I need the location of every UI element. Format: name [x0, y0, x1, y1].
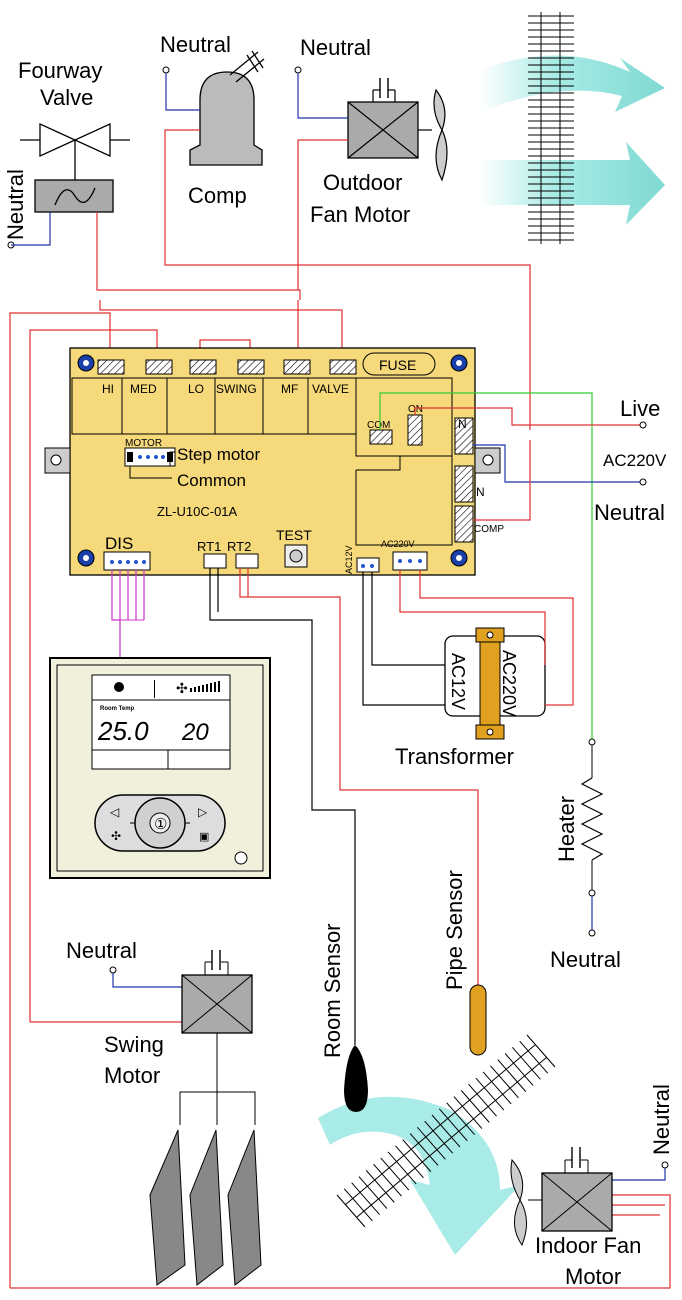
comp-terminal-label: COMP: [474, 524, 504, 535]
outdoor-fan-label-1: Outdoor: [323, 170, 403, 195]
swing-neutral-label: Neutral: [66, 938, 137, 963]
comp-neutral-label: Neutral: [160, 32, 231, 57]
swing-motor-label-2: Motor: [104, 1063, 160, 1088]
relay-label-swing: SWING: [216, 382, 257, 396]
heater-coil: [580, 777, 604, 861]
swing-motor: [149, 950, 262, 1286]
outdoor-fan-label-2: Fan Motor: [310, 202, 410, 227]
display-right-button[interactable]: ▷: [198, 805, 208, 819]
display-mode-button[interactable]: ▣: [199, 831, 209, 843]
display-room-temp-label: Room Temp: [100, 706, 135, 712]
transformer-ac220v-label: AC220V: [499, 650, 519, 717]
relay-label-mf: MF: [281, 382, 298, 396]
ac220v-label: AC220V: [603, 451, 667, 470]
test-label: TEST: [276, 527, 312, 543]
rt2-label: RT2: [227, 539, 251, 554]
neutral-main-label: Neutral: [594, 500, 665, 525]
room-sensor-label: Room Sensor: [320, 923, 345, 1058]
transformer: [444, 627, 546, 740]
live-label: Live: [620, 396, 660, 421]
ac12v-connector-label: AC12V: [344, 545, 354, 574]
common-label: Common: [177, 471, 246, 490]
display-power-button[interactable]: ①: [154, 816, 167, 833]
display-left-button[interactable]: ◁: [110, 805, 120, 819]
fourway-neutral-label: Neutral: [3, 169, 28, 240]
indoor-fan-motor: [510, 1147, 613, 1247]
indoor-fan-neutral-label: Neutral: [649, 1084, 674, 1155]
room-sensor-probe: [344, 1045, 368, 1112]
fourway-valve-label-2: Valve: [40, 85, 93, 110]
swing-motor-label-1: Swing: [104, 1032, 164, 1057]
display-fan-button[interactable]: ✣: [111, 829, 121, 843]
relay-label-valve: VALVE: [312, 382, 349, 396]
pipe-sensor-probe: [469, 984, 487, 1056]
compressor: [189, 50, 265, 166]
display-panel: ✣ Room Temp 25.0 20: [49, 657, 271, 879]
motor-header-label: MOTOR: [125, 438, 162, 449]
heater-label: Heater: [554, 796, 579, 862]
comp-label: Comp: [188, 183, 247, 208]
outdoor-fan-neutral-label: Neutral: [300, 35, 371, 60]
indoor-airflow-arrow: [318, 1096, 520, 1255]
control-board: [44, 347, 501, 576]
heater-neutral-label: Neutral: [550, 947, 621, 972]
fuse-label: FUSE: [379, 357, 416, 373]
indoor-fan-label-1: Indoor Fan: [535, 1233, 641, 1258]
display-set-temp: 20: [181, 719, 209, 746]
indoor-fan-label-2: Motor: [565, 1264, 621, 1289]
outdoor-airflow-arrow-top: [480, 55, 665, 112]
n2-label: N: [476, 485, 485, 499]
display-room-temp: 25.0: [97, 716, 149, 746]
relay-label-med: MED: [130, 382, 157, 396]
fourway-valve: [20, 122, 130, 213]
display-fan-icon: ✣: [176, 680, 188, 696]
relay-label-hi: HI: [102, 382, 114, 396]
transformer-label: Transformer: [395, 744, 514, 769]
outdoor-coil: [528, 12, 574, 244]
dis-label: DIS: [105, 534, 133, 553]
ac220v-connector-label: AC220V: [381, 539, 415, 549]
indoor-coil: [336, 1034, 556, 1228]
board-model-label: ZL-U10C-01A: [157, 504, 238, 519]
rt1-label: RT1: [197, 539, 221, 554]
transformer-ac12v-label: AC12V: [448, 653, 468, 710]
pipe-sensor-label: Pipe Sensor: [442, 870, 467, 990]
relay-label-lo: LO: [188, 382, 204, 396]
step-motor-label: Step motor: [177, 445, 260, 464]
n1-label: N: [458, 417, 467, 431]
outdoor-fan-motor: [347, 78, 448, 182]
com-label: COM: [367, 420, 390, 431]
fourway-valve-label-1: Fourway: [18, 58, 102, 83]
